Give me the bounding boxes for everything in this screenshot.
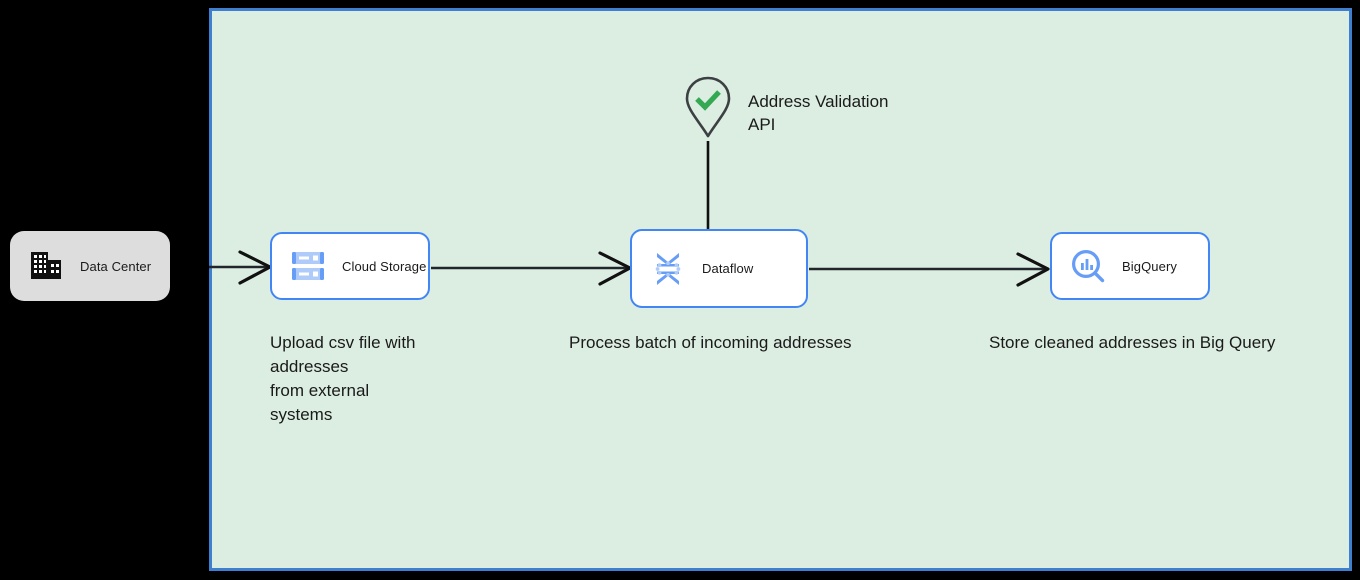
caption-store-cleaned: Store cleaned addresses in Big Query bbox=[989, 333, 1276, 352]
data-center-icon bbox=[28, 248, 64, 284]
node-data-center[interactable]: Data Center bbox=[10, 231, 170, 301]
address-validation-api-label: Address Validation API bbox=[748, 92, 889, 134]
node-cloud-storage-label: Cloud Storage bbox=[342, 258, 427, 274]
bigquery-icon bbox=[1070, 248, 1106, 284]
map-pin-check-icon bbox=[685, 76, 731, 138]
address-validation-api-node[interactable] bbox=[684, 76, 732, 138]
cloud-storage-icon bbox=[290, 248, 326, 284]
node-bigquery-label: BigQuery bbox=[1122, 258, 1177, 274]
node-data-center-label: Data Center bbox=[80, 258, 152, 274]
node-dataflow[interactable]: Dataflow bbox=[630, 229, 808, 308]
caption-process-batch: Process batch of incoming addresses bbox=[569, 333, 852, 352]
node-dataflow-label: Dataflow bbox=[702, 261, 754, 276]
dataflow-icon bbox=[650, 251, 686, 287]
node-cloud-storage[interactable]: Cloud Storage bbox=[270, 232, 430, 300]
node-bigquery[interactable]: BigQuery bbox=[1050, 232, 1210, 300]
caption-upload-csv: Upload csv file with addresses from exte… bbox=[270, 333, 416, 424]
